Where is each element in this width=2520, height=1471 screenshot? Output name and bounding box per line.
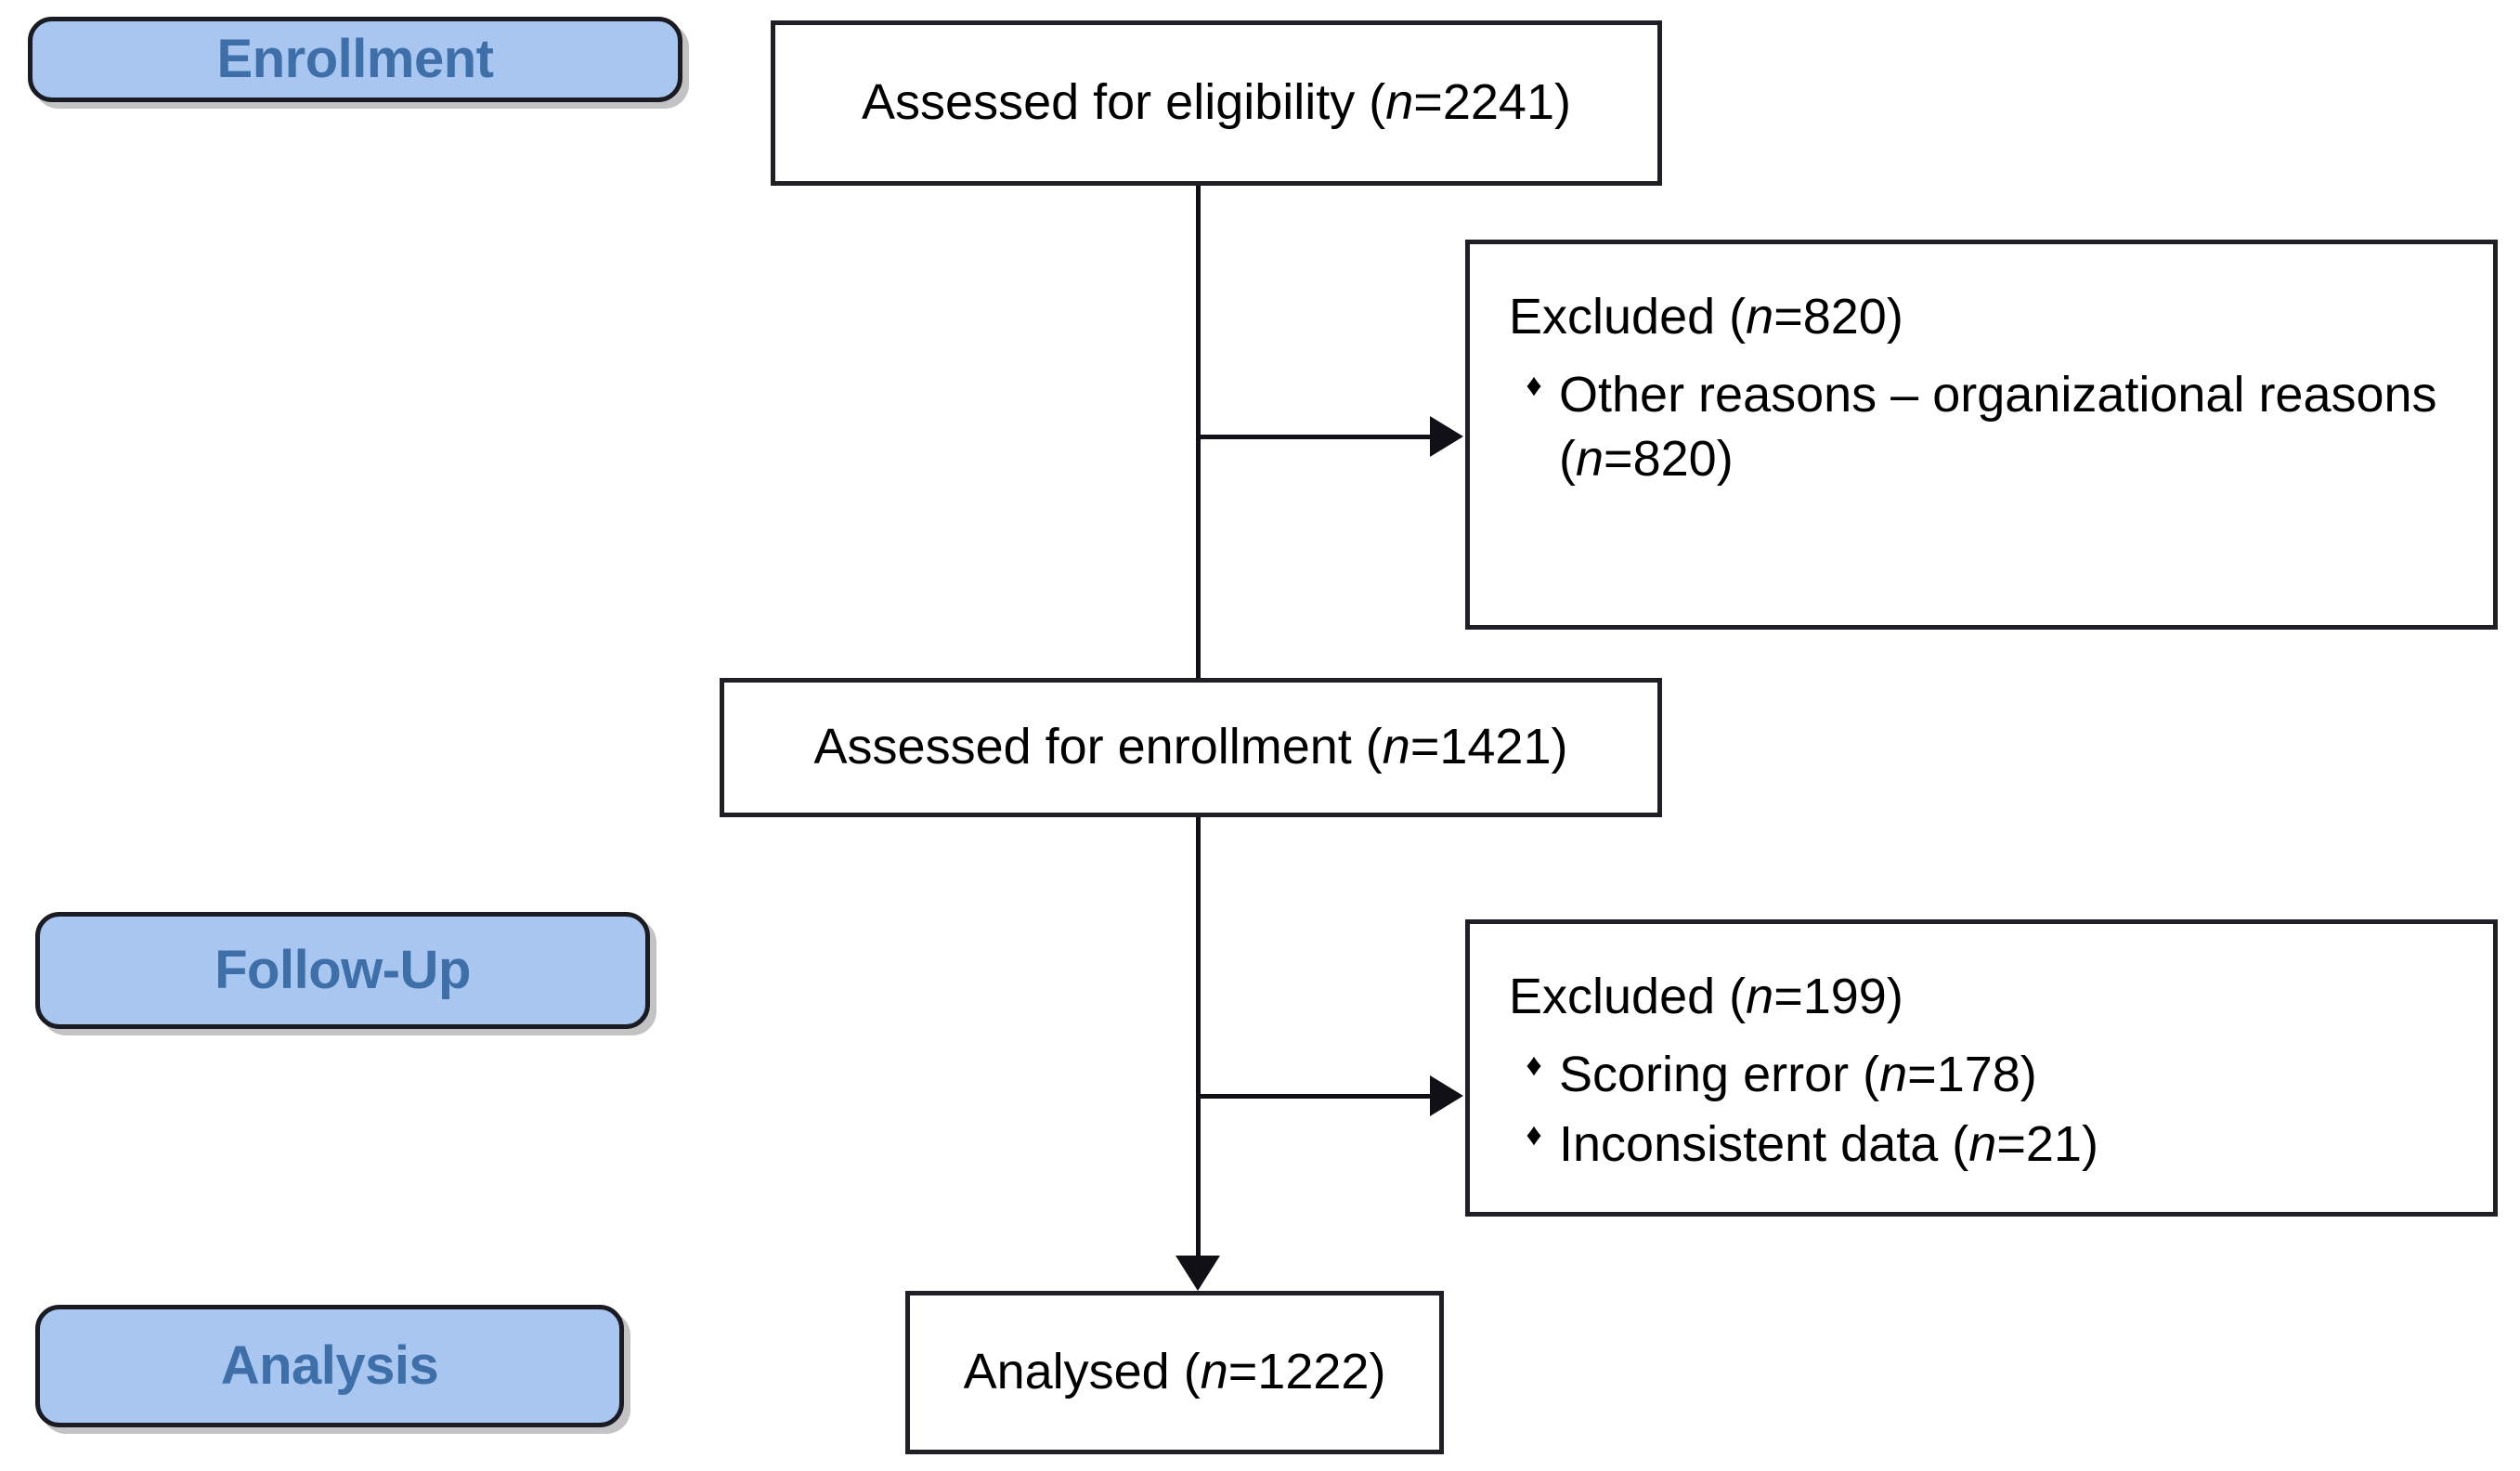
arrowhead-to-excluded-enrollment <box>1430 416 1463 457</box>
excluded-followup-heading-prefix: Excluded ( <box>1509 969 1747 1024</box>
box-analysed: Analysed (n=1222) <box>905 1291 1444 1454</box>
box-assessed-enrollment-suffix: ) <box>1551 719 1568 775</box>
equals-sign: = <box>1996 1115 2026 1172</box>
stage-label-follow-up: Follow-Up <box>35 912 650 1029</box>
box-analysed-count: 1222 <box>1257 1344 1370 1400</box>
connector-to-excluded-followup <box>1196 1094 1434 1099</box>
diamond-bullet-icon: ♦ <box>1526 1116 1542 1152</box>
excluded-enrollment-heading: Excluded (n=820) <box>1509 287 2493 348</box>
list-item: ♦ Scoring error (n=178) <box>1509 1043 2493 1107</box>
equals-sign: = <box>1228 1344 1258 1400</box>
equals-sign: = <box>1409 719 1440 775</box>
reason-count: 178 <box>1936 1046 2020 1102</box>
reason-text-after: ) <box>2020 1046 2037 1102</box>
equals-sign: = <box>1604 430 1633 487</box>
excluded-followup-reason-0: Scoring error (n=178) <box>1559 1043 2493 1107</box>
stage-label-follow-up-text: Follow-Up <box>214 940 471 1000</box>
list-item: ♦ Other reasons – organizational reasons… <box>1509 363 2493 491</box>
box-assessed-for-eligibility: Assessed for eligibility (n=2241) <box>771 20 1662 186</box>
arrowhead-to-excluded-followup <box>1430 1075 1463 1116</box>
stage-label-analysis-text: Analysis <box>220 1335 439 1396</box>
n-symbol: n <box>1746 969 1774 1024</box>
reason-count: 820 <box>1632 430 1717 487</box>
diamond-bullet-icon: ♦ <box>1526 367 1542 403</box>
reason-text-before: Other reasons – organizational reasons ( <box>1559 366 2437 487</box>
excluded-followup-heading-count: 199 <box>1802 969 1887 1024</box>
excluded-enrollment-reason-list: ♦ Other reasons – organizational reasons… <box>1509 363 2493 497</box>
box-assessed-eligibility-suffix: ) <box>1553 74 1571 131</box>
connector-eligibility-to-enrollment <box>1196 186 1201 680</box>
reason-text-before: Scoring error ( <box>1559 1046 1880 1102</box>
box-assessed-eligibility-prefix: Assessed for eligibility ( <box>862 74 1386 131</box>
n-symbol: n <box>1382 719 1410 775</box>
excluded-enrollment-heading-suffix: ) <box>1886 289 1903 345</box>
box-assessed-for-enrollment-text: Assessed for enrollment (n=1421) <box>814 717 1568 778</box>
stage-label-analysis: Analysis <box>35 1305 624 1427</box>
arrowhead-to-analysed <box>1176 1256 1220 1291</box>
box-assessed-eligibility-count: 2241 <box>1442 74 1554 131</box>
box-analysed-text: Analysed (n=1222) <box>964 1342 1386 1403</box>
diamond-bullet-icon: ♦ <box>1526 1047 1542 1083</box>
box-assessed-enrollment-count: 1421 <box>1439 719 1552 775</box>
stage-label-enrollment-text: Enrollment <box>216 29 494 89</box>
n-symbol: n <box>1879 1046 1908 1102</box>
excluded-followup-reason-list: ♦ Scoring error (n=178) ♦ Inconsistent d… <box>1509 1043 2493 1182</box>
n-symbol: n <box>1746 289 1774 345</box>
box-assessed-for-enrollment: Assessed for enrollment (n=1421) <box>720 678 1662 817</box>
equals-sign: = <box>1773 969 1803 1024</box>
list-item: ♦ Inconsistent data (n=21) <box>1509 1113 2493 1177</box>
reason-count: 21 <box>2025 1115 2082 1172</box>
excluded-enrollment-heading-count: 820 <box>1802 289 1887 345</box>
box-analysed-suffix: ) <box>1369 1344 1386 1400</box>
equals-sign: = <box>1773 289 1803 345</box>
n-symbol: n <box>1575 430 1604 487</box>
box-assessed-for-eligibility-text: Assessed for eligibility (n=2241) <box>862 72 1571 134</box>
reason-text-after: ) <box>2081 1115 2098 1172</box>
excluded-followup-heading-suffix: ) <box>1886 969 1903 1024</box>
box-assessed-enrollment-prefix: Assessed for enrollment ( <box>813 719 1383 775</box>
excluded-followup-reason-1: Inconsistent data (n=21) <box>1559 1113 2493 1177</box>
excluded-followup-heading: Excluded (n=199) <box>1509 967 2493 1028</box>
equals-sign: = <box>1907 1046 1937 1102</box>
box-excluded-enrollment: Excluded (n=820) ♦ Other reasons – organ… <box>1465 240 2498 630</box>
box-excluded-followup: Excluded (n=199) ♦ Scoring error (n=178)… <box>1465 919 2498 1217</box>
stage-label-enrollment: Enrollment <box>28 17 682 102</box>
equals-sign: = <box>1413 74 1443 131</box>
connector-enrollment-to-analysed <box>1196 817 1201 1256</box>
connector-to-excluded-enrollment <box>1196 435 1434 439</box>
excluded-enrollment-reason-0: Other reasons – organizational reasons (… <box>1559 363 2493 491</box>
n-symbol: n <box>1385 74 1414 131</box>
box-analysed-prefix: Analysed ( <box>963 1344 1201 1400</box>
n-symbol: n <box>1200 1344 1228 1400</box>
n-symbol: n <box>1968 1115 1997 1172</box>
excluded-enrollment-heading-prefix: Excluded ( <box>1509 289 1747 345</box>
reason-text-after: ) <box>1716 430 1734 487</box>
reason-text-before: Inconsistent data ( <box>1559 1115 1969 1172</box>
